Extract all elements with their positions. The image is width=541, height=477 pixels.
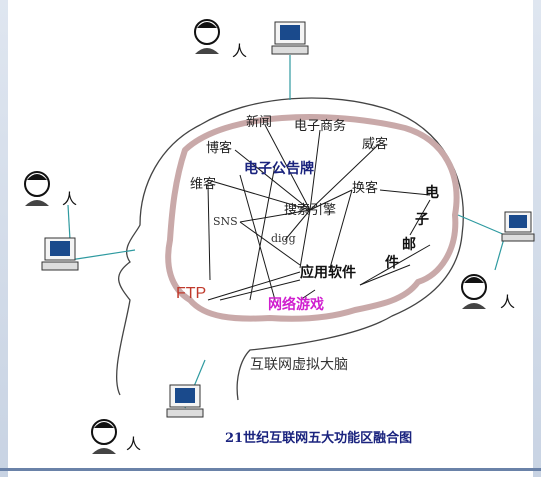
person-label: 人: [500, 293, 516, 311]
computer-icon: [271, 21, 309, 55]
computer-icon: [166, 384, 204, 418]
person-icon: [91, 419, 117, 454]
head-silhouette: [116, 97, 464, 401]
person-icon: [24, 171, 50, 206]
node-dianzi-shangwu: 电子商务: [294, 119, 347, 134]
computer-icon: [501, 211, 535, 242]
node-boke: 博客: [206, 141, 233, 156]
node-digg: digg: [271, 232, 296, 245]
node-email-you: 邮: [402, 237, 416, 253]
node-email-dian: 电: [425, 185, 439, 201]
node-huanke: 换客: [352, 181, 379, 196]
node-ftp: FTP: [176, 285, 207, 302]
person-icon: [194, 19, 220, 54]
figure-caption: 21世纪互联网五大功能区融合图: [225, 431, 413, 446]
person-label: 人: [62, 190, 78, 208]
network-links: [67, 55, 506, 409]
person-label: 人: [126, 435, 142, 453]
brain-outline: [165, 114, 460, 322]
computer-icon: [41, 237, 79, 271]
node-email-jian: 件: [385, 255, 399, 271]
head-caption: 互联网虚拟大脑: [250, 357, 348, 373]
node-yingyong-ruanjian: 应用软件: [300, 265, 356, 281]
node-dianzi-gonggaopai: 电子公告牌: [244, 161, 314, 177]
node-email-zi: 子: [415, 212, 429, 228]
person-label: 人: [232, 42, 248, 60]
left-edge-bar: [0, 0, 8, 477]
node-wangluo-youxi: 网络游戏: [268, 297, 324, 313]
node-weike2: 维客: [190, 177, 217, 192]
node-sousuo-yinqing: 搜索引擎: [284, 203, 337, 218]
right-edge-bar: [533, 0, 541, 477]
node-weike: 威客: [362, 137, 389, 152]
bottom-rule: [0, 468, 541, 471]
concept-links: [207, 124, 431, 301]
person-icon: [461, 274, 487, 309]
node-sns: SNS: [213, 215, 238, 228]
node-xinwen: 新闻: [246, 115, 273, 130]
